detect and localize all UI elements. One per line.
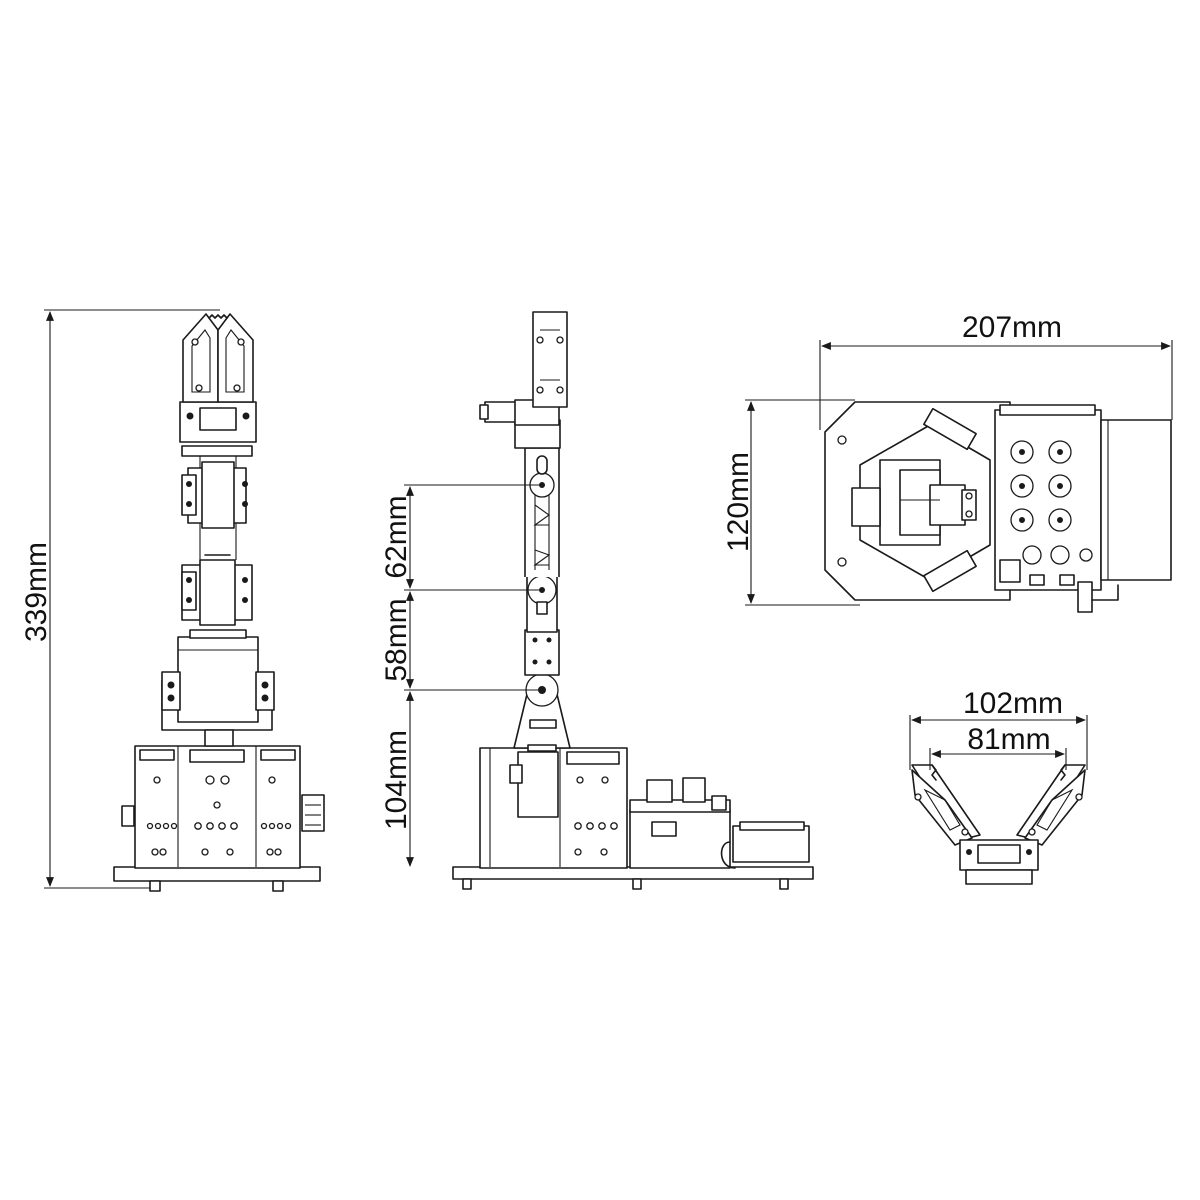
dim-label-top-width: 207mm — [962, 311, 1062, 344]
gripper-view — [911, 764, 1086, 885]
top-view — [824, 401, 1172, 613]
dimension-lines — [44, 309, 1173, 889]
dim-label-segment-base: 104mm — [380, 730, 413, 830]
dim-label-segment-middle: 58mm — [380, 598, 413, 681]
side-view — [452, 311, 814, 890]
dim-label-top-depth: 120mm — [722, 452, 755, 552]
dim-label-gripper-inner: 81mm — [967, 723, 1050, 756]
dim-label-segment-upper: 62mm — [380, 495, 413, 578]
dim-label-total-height: 339mm — [20, 542, 53, 642]
front-view — [113, 313, 325, 892]
dim-label-gripper-outer: 102mm — [963, 687, 1063, 720]
